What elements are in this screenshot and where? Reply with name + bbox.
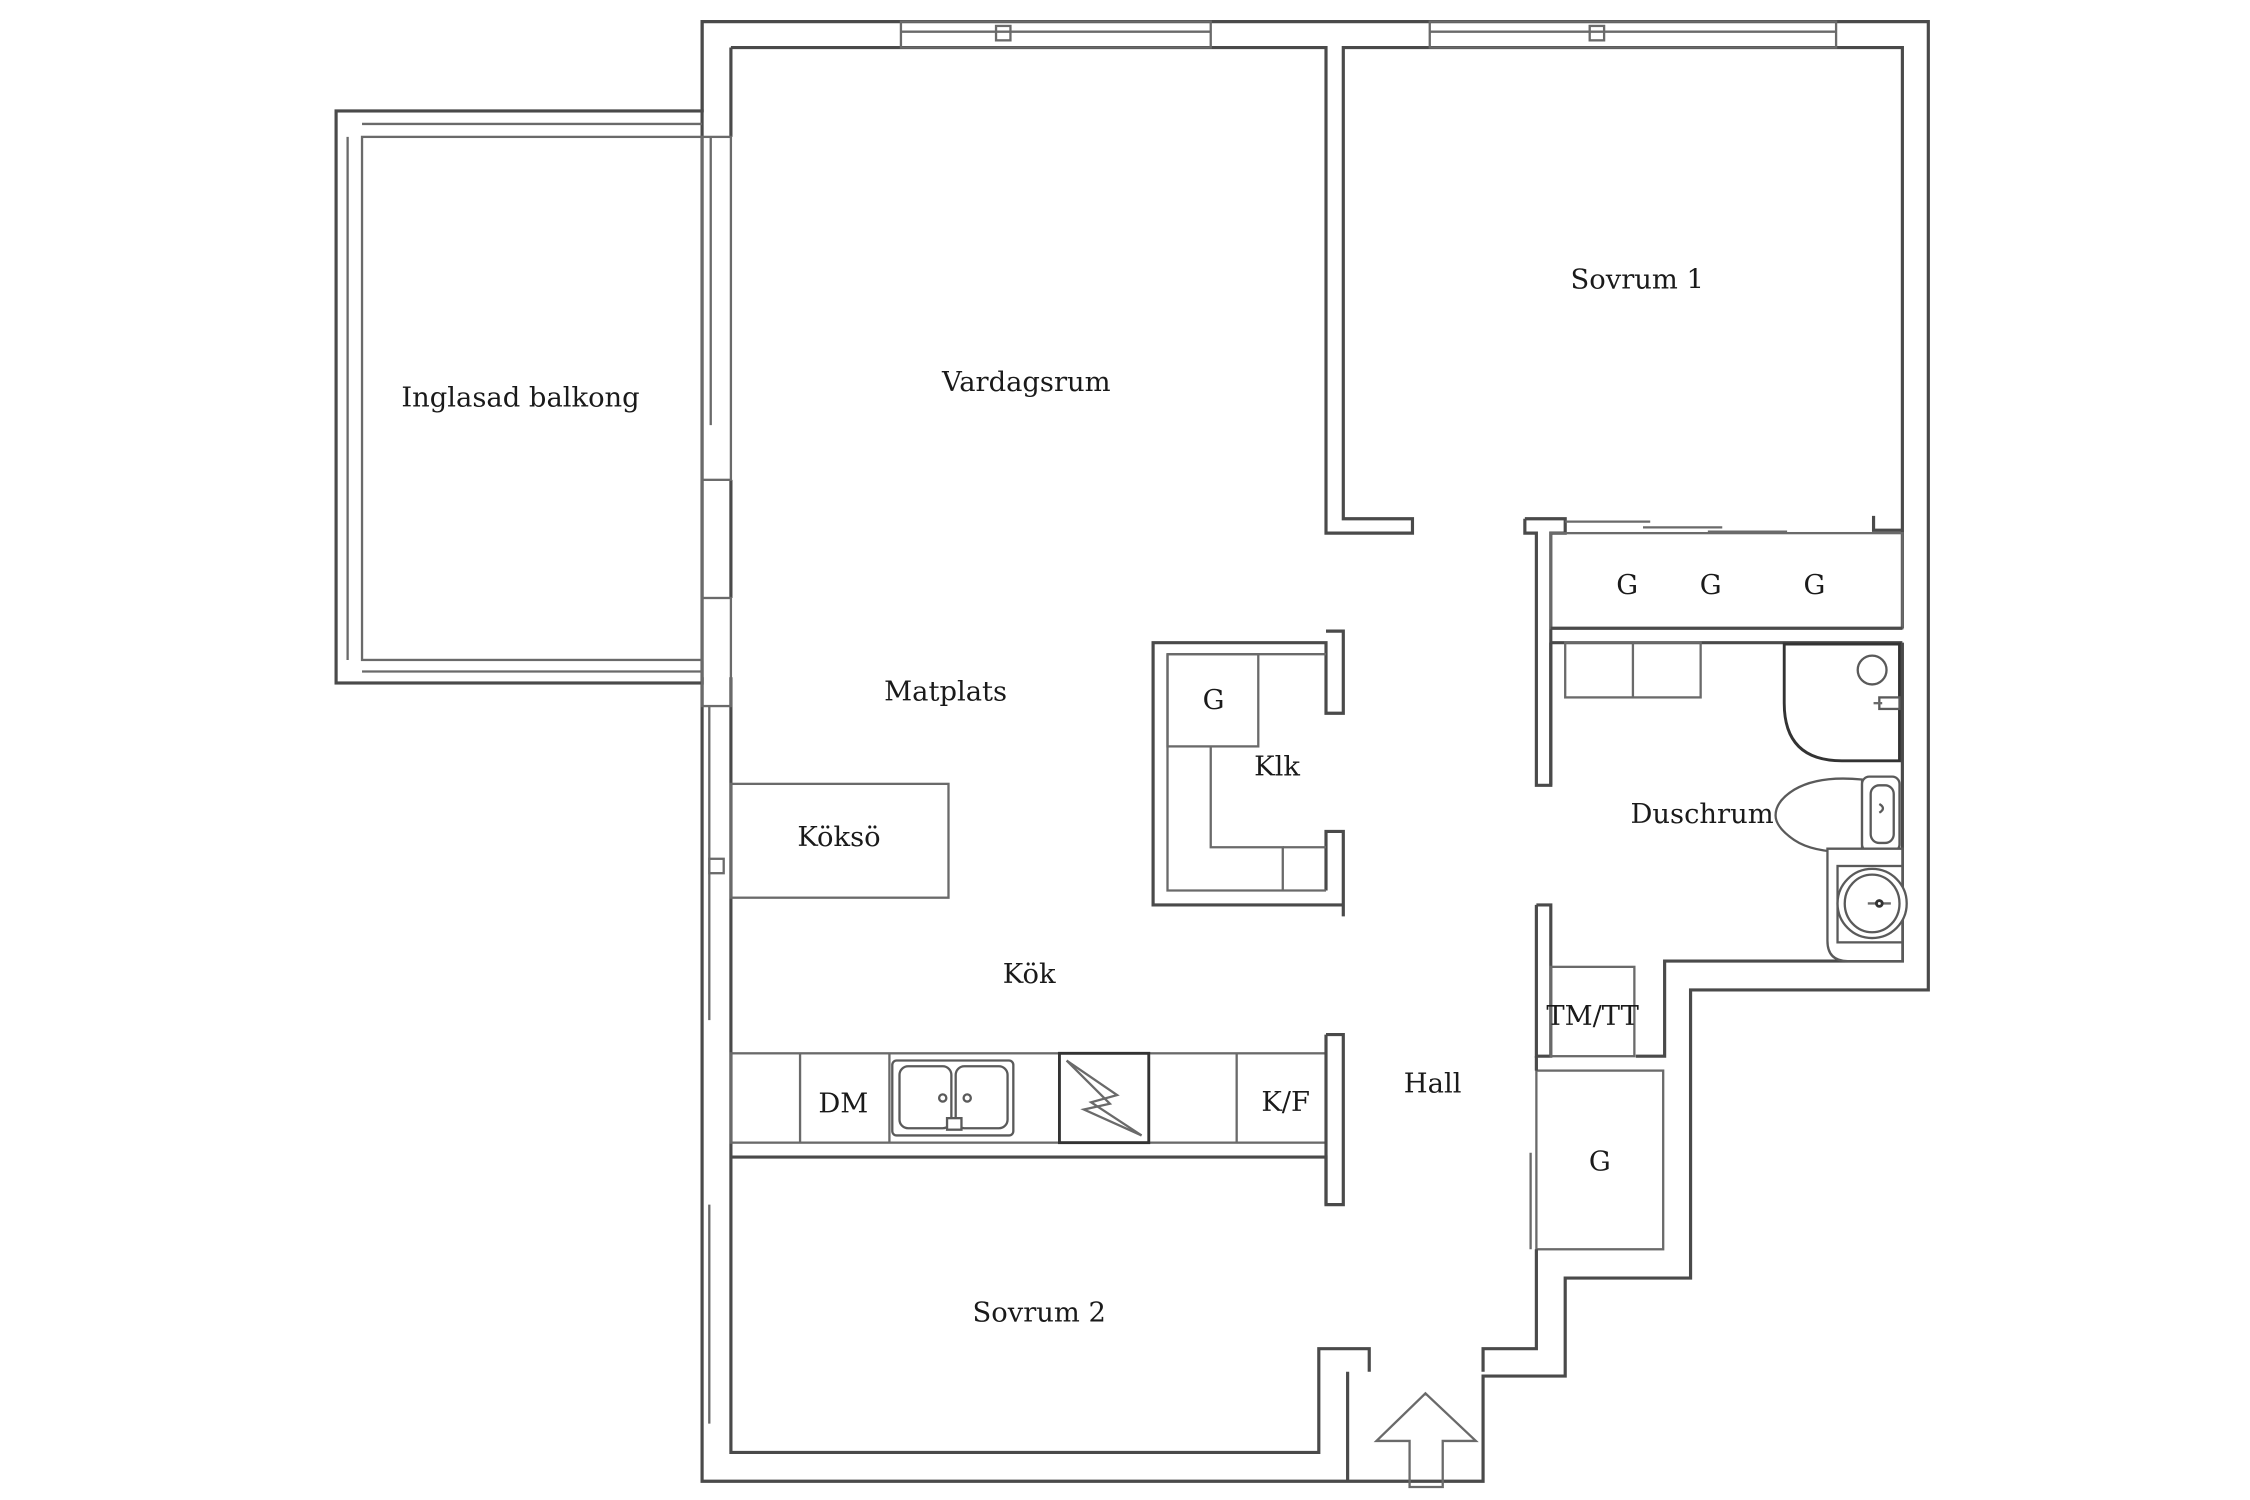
label-wardrobe-3: G xyxy=(1804,570,1826,601)
label-bedroom-1: Sovrum 1 xyxy=(1571,264,1704,295)
windows xyxy=(708,20,1838,1424)
label-kitchen-island: Köksö xyxy=(797,822,880,853)
label-wardrobe-1: G xyxy=(1616,570,1638,601)
kitchen-counter xyxy=(729,1032,1345,1207)
label-hall: Hall xyxy=(1404,1069,1462,1100)
klk-walls xyxy=(1151,629,1345,917)
balcony xyxy=(334,109,733,708)
label-bedroom-2: Sovrum 2 xyxy=(973,1298,1106,1329)
label-klk: Klk xyxy=(1254,752,1300,783)
washbasin-icon xyxy=(1826,847,1908,963)
exterior-walls xyxy=(700,20,1930,1483)
hall-walls xyxy=(1481,1056,1538,1372)
label-washer-dryer: TM/TT xyxy=(1546,1001,1638,1032)
kitchen-island xyxy=(729,782,950,899)
label-dining: Matplats xyxy=(884,677,1007,708)
label-balcony: Inglasad balkong xyxy=(401,383,639,414)
hall-closet xyxy=(1529,1069,1665,1251)
label-dishwasher: DM xyxy=(818,1089,868,1120)
shower-icon xyxy=(1782,642,1901,763)
stove-icon xyxy=(1057,1051,1151,1145)
label-shower-room: Duschrum xyxy=(1630,799,1773,830)
label-kitchen: Kök xyxy=(1003,959,1056,990)
label-living-room: Vardagsrum xyxy=(941,367,1111,398)
label-klk-wardrobe: G xyxy=(1203,685,1225,716)
entrance-arrow-icon xyxy=(1373,1391,1479,1489)
label-fridge-freezer: K/F xyxy=(1261,1087,1310,1118)
label-wardrobe-2: G xyxy=(1700,570,1722,601)
toilet-icon xyxy=(1774,775,1901,854)
double-sink-icon xyxy=(891,1059,1015,1137)
label-hall-closet: G xyxy=(1589,1146,1611,1177)
